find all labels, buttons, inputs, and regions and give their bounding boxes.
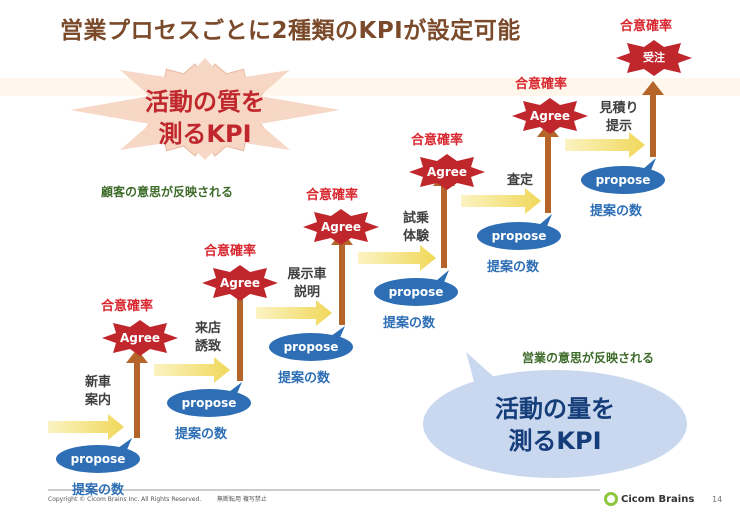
propose-count-label: 提案の数 bbox=[72, 483, 125, 498]
brand-mark-icon bbox=[604, 492, 618, 506]
rate-label: 合意確率 bbox=[620, 19, 673, 34]
customer-intent-note: 顧客の意思が反映される bbox=[101, 185, 234, 199]
up-arrow bbox=[331, 231, 353, 325]
propose-bubble bbox=[374, 270, 458, 306]
up-arrow bbox=[537, 123, 559, 213]
quantity-kpi-callout: 活動の量を 測るKPI bbox=[495, 395, 615, 456]
propose-bubble bbox=[269, 326, 353, 361]
rate-label: 合意確率 bbox=[306, 188, 359, 203]
final-order-badge: 受注 bbox=[643, 51, 665, 64]
slide-title: 営業プロセスごとに2種類のKPIが設定可能 bbox=[60, 18, 521, 44]
final-burst bbox=[616, 40, 692, 76]
rate-label: 合意確率 bbox=[411, 133, 464, 148]
right-arrow bbox=[48, 414, 124, 440]
rate-label: 合意確率 bbox=[204, 244, 257, 259]
propose-count-label: 提案の数 bbox=[487, 260, 540, 275]
quality-burst-shape-outer bbox=[70, 58, 340, 160]
right-arrow bbox=[565, 132, 645, 158]
up-arrow bbox=[433, 172, 455, 268]
quantity-bubble-shape bbox=[423, 370, 687, 478]
propose-label: propose bbox=[283, 340, 339, 354]
no-reprint-note: 無断転用 複写禁止 bbox=[217, 496, 267, 503]
propose-label: propose bbox=[181, 396, 237, 410]
agree-burst bbox=[102, 320, 178, 356]
up-arrow bbox=[126, 349, 148, 438]
rate-label: 合意確率 bbox=[515, 77, 568, 92]
agree-label: Agree bbox=[119, 331, 161, 345]
propose-count-label: 提案の数 bbox=[175, 427, 228, 442]
propose-bubble bbox=[167, 382, 251, 417]
propose-count-label: 提案の数 bbox=[278, 371, 331, 386]
decorative-band bbox=[0, 78, 740, 96]
agree-label: Agree bbox=[219, 276, 261, 290]
right-arrow bbox=[461, 188, 541, 214]
propose-label: propose bbox=[595, 173, 651, 187]
quantity-bubble-tail bbox=[466, 352, 504, 396]
up-arrows bbox=[126, 81, 664, 438]
propose-bubble bbox=[477, 214, 561, 250]
agree-label: Agree bbox=[426, 165, 468, 179]
page-number: 14 bbox=[712, 495, 723, 504]
brand-logo: Cicom Brains bbox=[604, 492, 694, 506]
propose-label: propose bbox=[70, 452, 126, 466]
right-arrows bbox=[48, 132, 645, 440]
agree-burst bbox=[512, 98, 588, 134]
propose-label: propose bbox=[388, 285, 444, 299]
agree-label: Agree bbox=[529, 109, 571, 123]
agree-label: Agree bbox=[320, 220, 362, 234]
up-arrow bbox=[642, 81, 664, 157]
step-label: 新車 案内 bbox=[84, 375, 111, 408]
agree-bursts bbox=[102, 40, 692, 356]
up-arrow bbox=[229, 279, 251, 381]
sales-intent-note: 営業の意思が反映される bbox=[522, 351, 655, 365]
step-label: 試乗 体験 bbox=[402, 211, 429, 244]
agree-burst bbox=[409, 154, 485, 190]
propose-bubbles bbox=[56, 158, 665, 473]
step-label: 展示車 説明 bbox=[287, 267, 327, 300]
brand-name: Cicom Brains bbox=[621, 494, 695, 505]
right-arrow bbox=[358, 245, 436, 271]
propose-bubble bbox=[56, 438, 140, 473]
step-label: 査定 bbox=[506, 173, 533, 188]
agree-burst bbox=[202, 265, 278, 301]
quality-kpi-callout: 活動の質を 測るKPI bbox=[145, 88, 265, 149]
propose-label: propose bbox=[491, 229, 547, 243]
rate-label: 合意確率 bbox=[101, 299, 154, 314]
agree-burst bbox=[303, 209, 379, 245]
propose-bubble bbox=[581, 158, 665, 194]
propose-count-label: 提案の数 bbox=[590, 204, 643, 219]
copyright: Copyright © Cicom Brains Inc. All Rights… bbox=[48, 496, 202, 503]
right-arrow bbox=[256, 300, 332, 326]
step-label: 見積り 提示 bbox=[599, 101, 639, 134]
step-label: 来店 誘致 bbox=[194, 321, 221, 354]
right-arrow bbox=[154, 357, 230, 383]
propose-count-label: 提案の数 bbox=[383, 316, 436, 331]
